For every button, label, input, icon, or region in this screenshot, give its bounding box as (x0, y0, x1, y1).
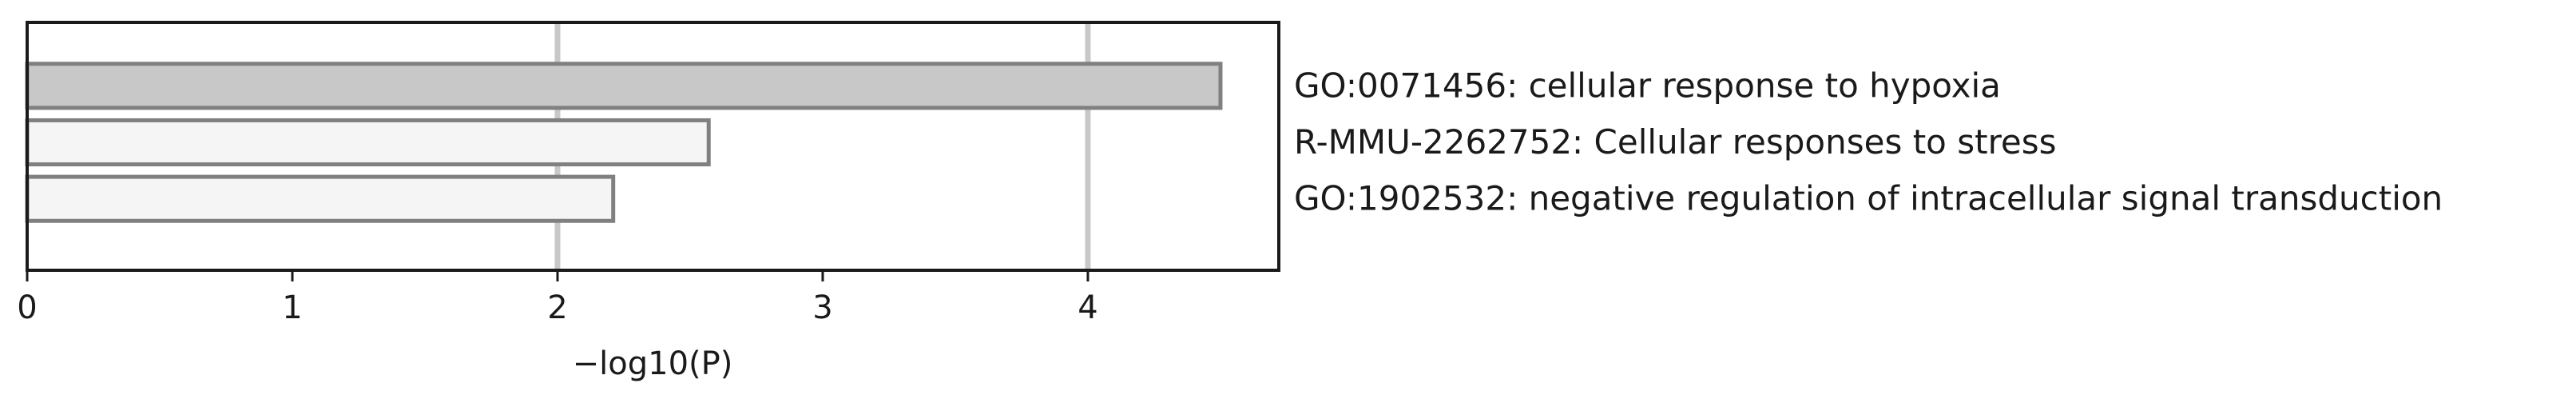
category-label-3: GO:1902532: negative regulation of intra… (1294, 179, 2443, 218)
category-label-2: R-MMU-2262752: Cellular responses to str… (1294, 122, 2057, 162)
x-tick-label-3: 3 (812, 289, 832, 326)
bar-2 (25, 118, 711, 167)
x-tick-label-4: 4 (1078, 289, 1097, 326)
bar-1 (25, 62, 1223, 110)
x-axis-label: −log10(P) (573, 345, 733, 382)
x-tick-label-0: 0 (17, 289, 37, 326)
x-tick-label-1: 1 (282, 289, 302, 326)
x-tick-label-2: 2 (547, 289, 567, 326)
bar-3 (25, 174, 616, 223)
category-labels: GO:0071456: cellular response to hypoxia… (1294, 66, 2443, 217)
plot-frame (26, 21, 1280, 272)
bars-layer (25, 62, 1223, 223)
x-axis: 0 1 2 3 4 (17, 270, 1098, 326)
category-label-1: GO:0071456: cellular response to hypoxia (1294, 66, 2001, 105)
